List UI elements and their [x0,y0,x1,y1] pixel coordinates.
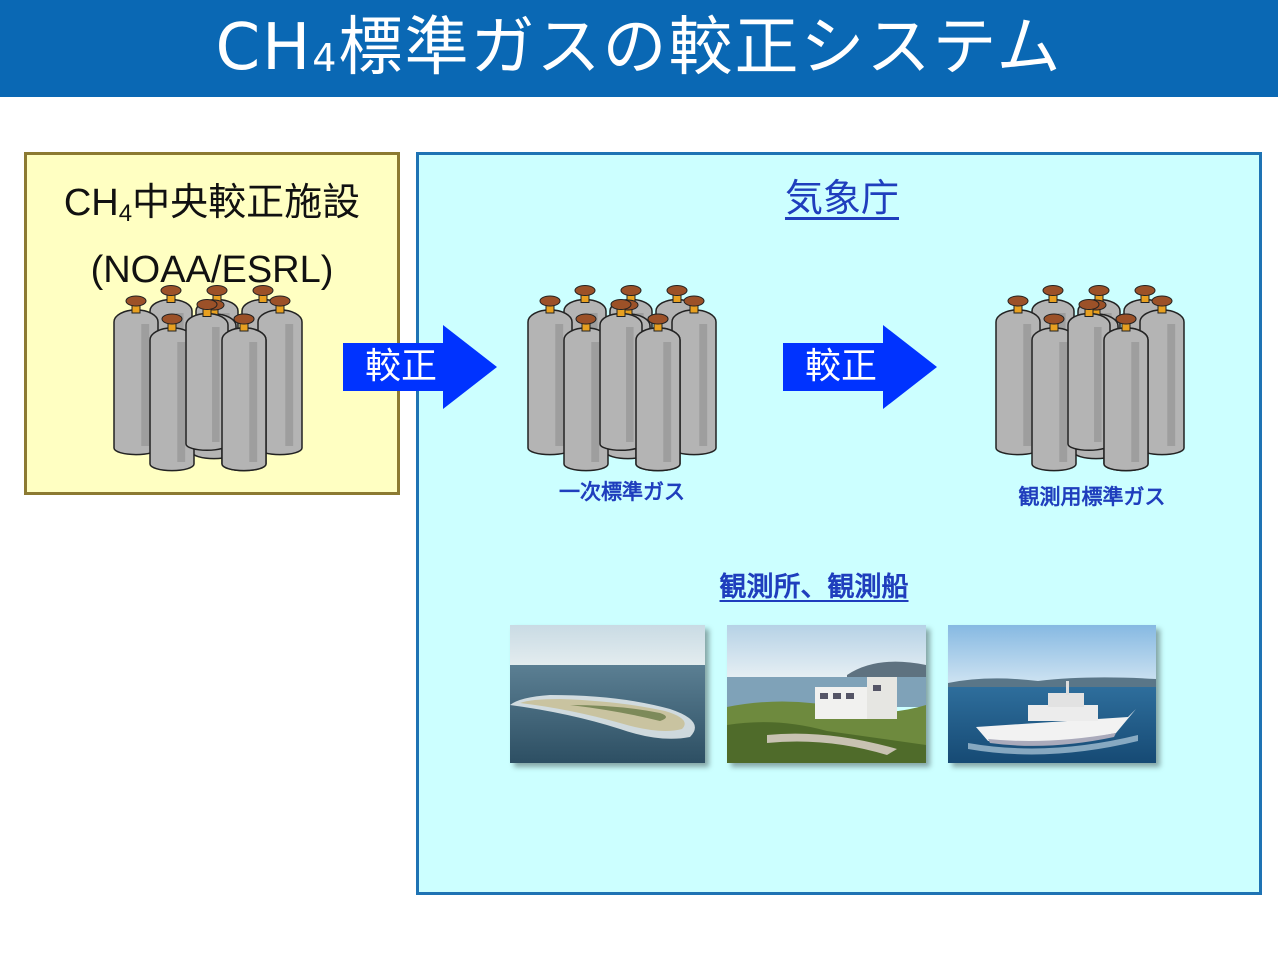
research-ship-photo [948,625,1156,763]
gas-cylinder [635,313,681,472]
gas-cylinder [149,313,195,472]
gas-cylinder [1103,313,1149,472]
jma-title: 気象庁 [784,176,899,220]
page-title: CH4標準ガスの較正システム [215,11,1063,85]
observation-gas-cylinder-cluster [995,285,1185,472]
gas-cylinder [995,295,1041,456]
primary-gas-cylinder-cluster [527,285,717,472]
island-aerial-photo [510,625,705,763]
calibration-arrow-2 [783,325,937,409]
calibration-arrow-1 [343,325,497,409]
observation-gas-label: 観測用標準ガス [1018,485,1166,509]
jma-box: 気象庁 [416,152,1262,895]
observatory-building-photo [727,625,926,763]
calibration-arrow-1-label: 較正 [364,346,437,387]
gas-cylinder [257,295,303,456]
title-banner: CH4標準ガスの較正システム [0,0,1278,97]
stations-title: 観測所、観測船 [719,572,909,603]
gas-cylinder [221,313,267,472]
calibration-arrow-2-label: 較正 [804,346,877,387]
noaa-facility-box: CH4中央較正施設 (NOAA/ESRL) [24,152,400,495]
gas-cylinder [1031,313,1077,472]
gas-cylinder [599,299,643,452]
gas-cylinder [563,313,609,472]
primary-gas-label: 一次標準ガス [559,480,685,504]
noaa-cylinder-cluster [113,285,303,472]
noaa-facility-title: CH4中央較正施設 (NOAA/ESRL) [63,182,361,291]
